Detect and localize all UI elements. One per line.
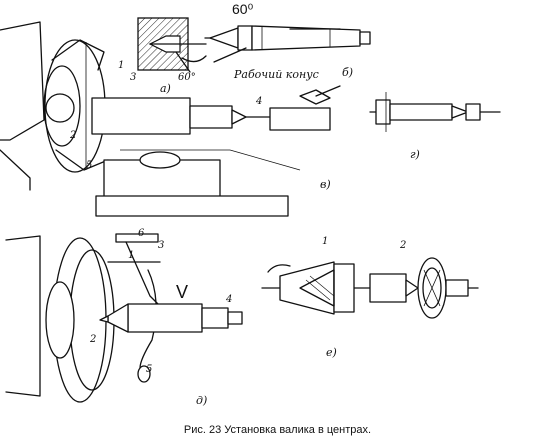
- small-center-drawing: [369, 92, 501, 132]
- label-sub-d: д): [196, 394, 207, 407]
- callout-1-top: 1: [118, 60, 124, 71]
- figure-caption: Рис. 23 Установка валика в центрах.: [183, 424, 372, 436]
- callout-1-right: 1: [322, 236, 328, 247]
- callout-4-top: 4: [255, 96, 262, 107]
- lathe-center-drawing: [204, 25, 371, 63]
- lathe-setup-drawing: [0, 21, 341, 217]
- driver-plate-drawing: [5, 233, 243, 403]
- callout-5-bottom: 5: [146, 364, 152, 375]
- label-sub-g: г): [410, 148, 420, 161]
- top-angle-label: 60⁰: [232, 1, 254, 17]
- label-big-v: V: [176, 282, 188, 302]
- callout-1-bottom: 1: [128, 250, 134, 261]
- callout-2-right: 2: [399, 240, 406, 251]
- label-sub-b: б): [342, 66, 353, 79]
- rotating-center-drawing: [261, 257, 479, 319]
- callout-3-top: 3: [130, 72, 136, 83]
- callout-4-bottom: 4: [225, 294, 232, 305]
- callout-3-bottom: 3: [158, 240, 164, 251]
- center-hole-section: [137, 17, 207, 73]
- annotations: 60⁰ 60° Рабочий конус а) б) в) г) д) е) …: [69, 1, 420, 407]
- label-working-cone: Рабочий конус: [233, 68, 319, 81]
- label-a-angle: 60°: [178, 72, 196, 83]
- callout-2-top: 2: [69, 130, 76, 141]
- label-sub-e: е): [326, 346, 337, 359]
- label-sub-v: в): [320, 178, 331, 191]
- callout-2-bottom: 2: [89, 334, 96, 345]
- callout-5-top: 5: [86, 160, 92, 171]
- label-sub-a: а): [160, 82, 171, 95]
- callout-6-bottom: 6: [138, 228, 145, 239]
